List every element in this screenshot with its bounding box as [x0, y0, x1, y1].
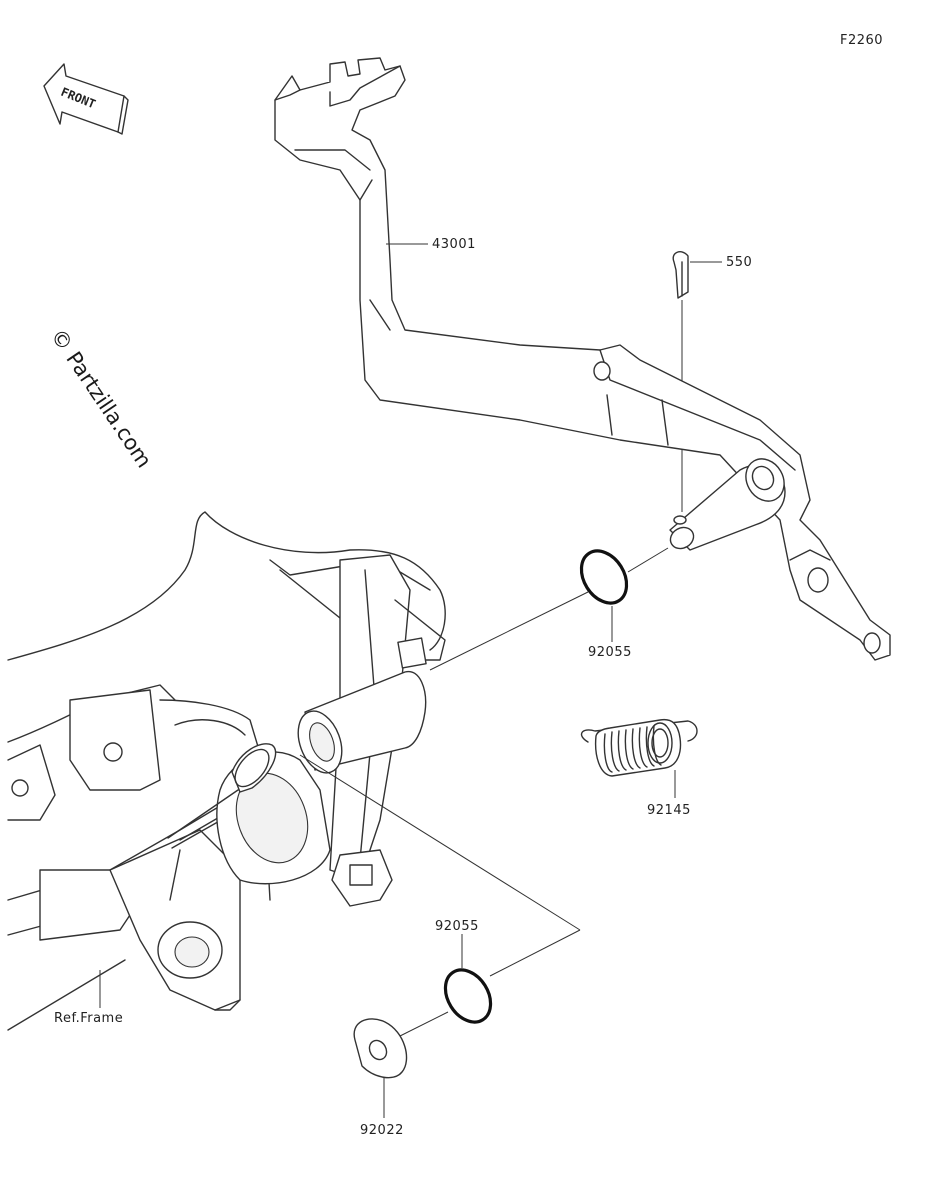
part-label-92055-upper: 92055: [588, 645, 632, 660]
cotter-pin: [672, 251, 689, 299]
front-arrow-icon: FRONT: [43, 63, 129, 135]
washer: [353, 1018, 408, 1079]
o-ring-upper: [579, 549, 629, 605]
o-ring-lower: [443, 968, 493, 1024]
guide-line: [429, 591, 589, 671]
part-label-92022: 92022: [360, 1123, 404, 1138]
frame-assembly: [7, 511, 446, 1031]
guide-line: [489, 929, 581, 977]
brake-pedal: [274, 57, 891, 661]
ref-frame-label: Ref.Frame: [54, 1011, 123, 1026]
guide-line: [627, 547, 669, 573]
part-label-550: 550: [726, 255, 752, 270]
part-label-92145: 92145: [647, 803, 691, 818]
return-spring: [580, 718, 698, 777]
watermark: © Partzilla.com: [46, 324, 157, 472]
figure-code: F2260: [840, 33, 883, 48]
guide-line: [399, 1011, 449, 1037]
guide-line: [299, 754, 581, 931]
part-label-92055-lower: 92055: [435, 919, 479, 934]
part-label-43001: 43001: [432, 237, 476, 252]
